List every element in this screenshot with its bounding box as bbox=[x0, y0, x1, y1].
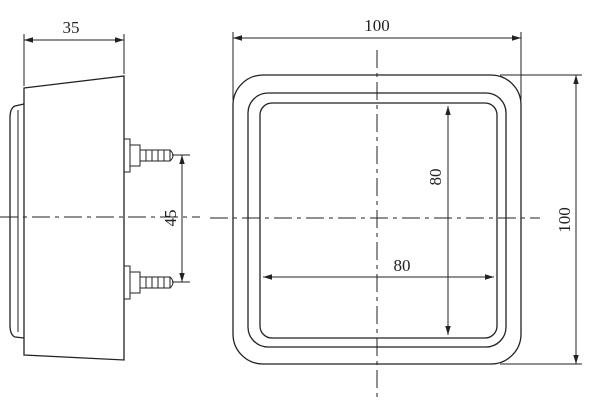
dimension-100-width-label: 100 bbox=[364, 16, 390, 35]
dimension-80-height-label: 80 bbox=[426, 169, 445, 186]
dimension-100-height-label: 100 bbox=[555, 207, 574, 233]
side-view-lens bbox=[9, 103, 25, 339]
dimension-80-width: 80 bbox=[263, 256, 494, 280]
dimension-100-width: 100 bbox=[232, 16, 522, 100]
front-view: 100 100 80 80 bbox=[210, 16, 582, 398]
dimension-100-height: 100 bbox=[500, 74, 582, 365]
dimension-45: 45 bbox=[161, 154, 190, 283]
inner-lens bbox=[259, 102, 498, 339]
upper-mounting-bolt bbox=[123, 138, 174, 173]
side-view: 35 45 bbox=[0, 18, 200, 361]
side-view-body bbox=[23, 75, 125, 361]
dimension-45-label: 45 bbox=[161, 210, 180, 227]
lower-mounting-bolt bbox=[123, 265, 174, 300]
dimension-80-height: 80 bbox=[426, 106, 451, 335]
dimension-35: 35 bbox=[23, 18, 125, 86]
dimension-35-label: 35 bbox=[63, 18, 80, 37]
dimension-80-width-label: 80 bbox=[394, 256, 411, 275]
